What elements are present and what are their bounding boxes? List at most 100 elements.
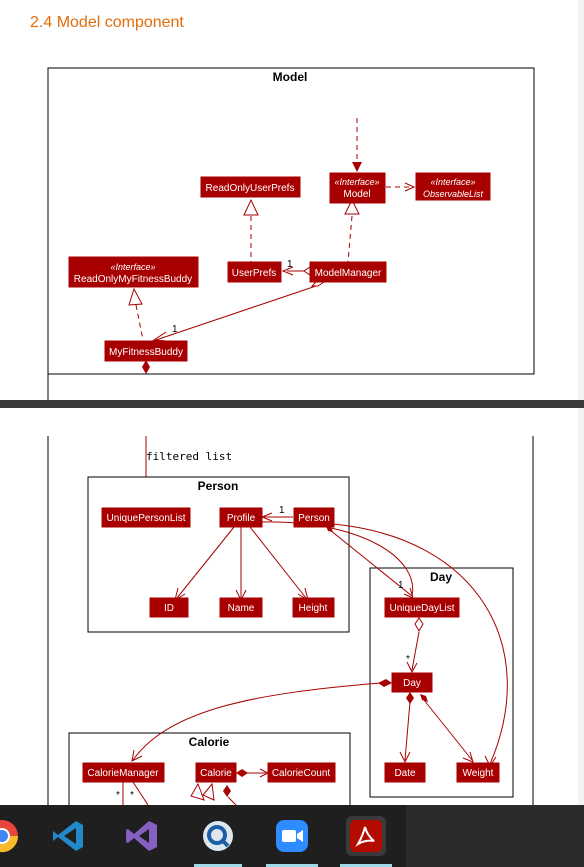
class-unique-day-list — [384, 597, 460, 618]
edge-day-weight — [423, 699, 473, 761]
class-unique-person-list — [101, 507, 191, 528]
scrollbar-track[interactable] — [578, 0, 584, 400]
realization-arrow — [190, 782, 205, 801]
vscode-icon[interactable] — [48, 816, 88, 856]
arrow-head — [399, 751, 411, 764]
class-label: Height — [299, 603, 328, 614]
person-package-title: Person — [198, 479, 239, 493]
class-date — [384, 762, 426, 783]
multiplicity-label: 1 — [398, 580, 404, 591]
class-calorie-manager — [82, 762, 165, 783]
aggregation-diamond — [414, 617, 424, 633]
acrobat-icon[interactable] — [340, 816, 392, 867]
edge-manager-model — [347, 215, 353, 263]
composition-diamond — [223, 785, 231, 797]
class-calorie — [195, 762, 237, 783]
class-model — [329, 172, 386, 204]
class-label: Calorie — [200, 768, 232, 779]
arrow-head — [131, 749, 143, 762]
class-height — [292, 597, 335, 618]
class-my-fitness-buddy — [104, 340, 188, 362]
class-user-prefs — [227, 261, 282, 283]
edge-calorie-c — [227, 796, 237, 805]
model-diagram: Model 1 1 ReadOnlyUserPrefs «Interface» … — [47, 67, 535, 400]
class-id — [149, 597, 189, 618]
composition-diamond — [142, 360, 150, 374]
edge-calorie-b — [132, 781, 149, 805]
model-package-frame — [47, 67, 535, 375]
realization-arrow — [344, 198, 360, 215]
class-label: Day — [403, 678, 421, 689]
active-indicator — [194, 864, 242, 867]
edge-profile-id — [176, 526, 235, 599]
arrow-head — [406, 661, 418, 674]
day-package-title: Day — [430, 570, 452, 584]
edge-profile-height — [249, 526, 307, 599]
arrow-head — [281, 266, 294, 276]
realization-arrow — [243, 198, 259, 216]
multiplicity-label: * — [130, 790, 134, 801]
visual-studio-icon[interactable] — [122, 816, 162, 856]
edge-day-caloriemanager — [132, 682, 381, 761]
class-label: Profile — [227, 513, 256, 524]
realization-arrow — [128, 287, 143, 306]
composition-diamond — [420, 694, 428, 702]
edge-day-date — [404, 701, 411, 761]
composition-diamond — [378, 679, 392, 687]
edge-person-weight — [332, 523, 508, 765]
class-label: Name — [228, 603, 255, 614]
class-label: CalorieManager — [87, 768, 159, 779]
multiplicity-label: 1 — [287, 259, 293, 270]
class-model-manager — [309, 261, 387, 283]
scrollbar-track[interactable] — [578, 408, 584, 805]
document-page-top: 2.4 Model component Model 1 1 ReadOnlyUs… — [0, 0, 578, 400]
class-label: UserPrefs — [232, 268, 276, 279]
arrow-head — [352, 162, 362, 172]
multiplicity-label: 1 — [172, 324, 178, 335]
section-heading: 2.4 Model component — [30, 14, 184, 31]
class-label: ObservableList — [423, 189, 484, 199]
document-page-bottom: filtered list 1 Person Day Calorie 1 1 — [0, 408, 578, 805]
edge-manager-fitness — [155, 285, 317, 341]
active-indicator — [266, 864, 318, 867]
class-label: ReadOnlyMyFitnessBuddy — [74, 274, 192, 285]
quicktime-icon[interactable] — [194, 816, 242, 867]
class-profile — [219, 507, 263, 528]
model-package-title: Model — [273, 70, 308, 84]
multiplicity-label: * — [406, 654, 410, 665]
class-calorie-count — [267, 762, 336, 783]
class-day — [391, 672, 433, 693]
class-label: UniquePersonList — [107, 513, 186, 524]
class-label: Model — [343, 189, 370, 200]
zoom-icon[interactable] — [266, 816, 318, 867]
stereotype-label: «Interface» — [430, 177, 475, 187]
class-label: Person — [298, 513, 330, 524]
class-label: CalorieCount — [272, 768, 331, 779]
class-label: UniqueDayList — [389, 603, 454, 614]
class-read-only-fitness-buddy — [68, 256, 199, 288]
class-observable-list — [415, 172, 491, 201]
chrome-icon[interactable] — [0, 816, 22, 856]
composition-diamond — [236, 769, 248, 777]
class-label: Date — [394, 768, 416, 779]
class-label: MyFitnessBuddy — [109, 347, 183, 358]
stereotype-label: «Interface» — [334, 177, 379, 187]
stereotype-label: «Interface» — [110, 262, 155, 272]
class-label: ID — [164, 603, 174, 614]
class-weight — [456, 762, 500, 783]
calorie-package-title: Calorie — [189, 735, 230, 749]
class-label: ModelManager — [315, 268, 382, 279]
class-name — [219, 597, 263, 618]
realization-arrow — [202, 782, 215, 801]
taskbar-empty-area — [406, 805, 584, 867]
multiplicity-label: * — [116, 790, 120, 801]
filtered-list-note: filtered list — [146, 450, 232, 463]
taskbar — [0, 805, 584, 867]
class-label: Weight — [463, 768, 494, 779]
multiplicity-label: 1 — [279, 505, 285, 516]
composition-diamond — [406, 692, 414, 704]
edge-fitness-readonly — [135, 304, 144, 341]
arrow-head — [462, 751, 474, 763]
detail-diagram: filtered list 1 Person Day Calorie 1 1 — [47, 436, 534, 805]
class-person — [293, 507, 335, 528]
